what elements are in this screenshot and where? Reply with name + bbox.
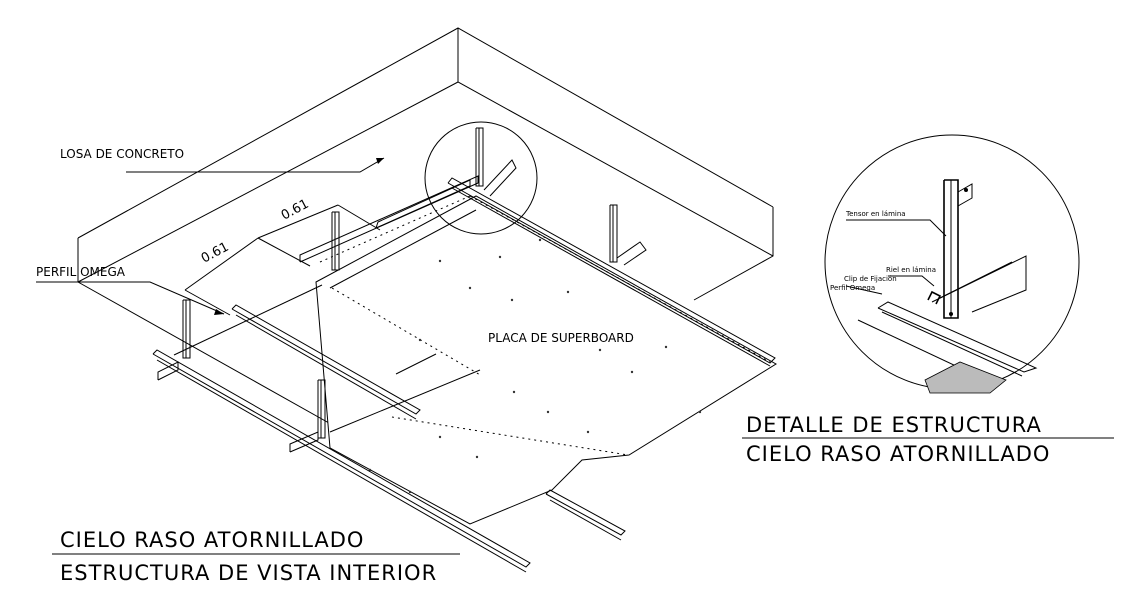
detail-title-line1: DETALLE DE ESTRUCTURA [746,413,1042,437]
detail-label-clip: Clip de Fijación [844,275,897,283]
hanger [331,211,340,271]
superboard-panel [315,195,777,525]
main-title-line1: CIELO RASO ATORNILLADO [60,528,364,552]
panel-label: PLACA DE SUPERBOARD [488,331,634,345]
main-title-block: CIELO RASO ATORNILLADO ESTRUCTURA DE VIS… [52,528,460,585]
main-title-line2: ESTRUCTURA DE VISTA INTERIOR [60,561,437,585]
dimension-label-1: 0.61 [199,240,232,267]
hanger [609,204,618,263]
detail-title-line2: CIELO RASO ATORNILLADO [746,442,1050,466]
concrete-slab [77,27,774,433]
dimension-label-2: 0.61 [279,197,312,224]
detail-label-perfil: Perfil Omega [830,284,875,292]
detail-marker-circle [424,121,538,235]
detail-view [824,134,1080,394]
dimension-lines [184,204,381,316]
detail-title-block: DETALLE DE ESTRUCTURA CIELO RASO ATORNIL… [742,413,1114,466]
hanger [182,299,191,359]
hanger [475,127,484,187]
detail-label-tensor: Tensor en lámina [845,210,906,218]
detail-label-riel: Riel en lámina [886,266,936,274]
hanger [483,159,517,197]
omega-profile-label: PERFIL OMEGA [36,265,126,279]
hanger [317,379,326,439]
omega-channels [152,175,776,573]
slab-label: LOSA DE CONCRETO [60,147,184,161]
hangers [182,127,647,439]
panel-screws [368,238,702,494]
hanger [616,241,647,266]
